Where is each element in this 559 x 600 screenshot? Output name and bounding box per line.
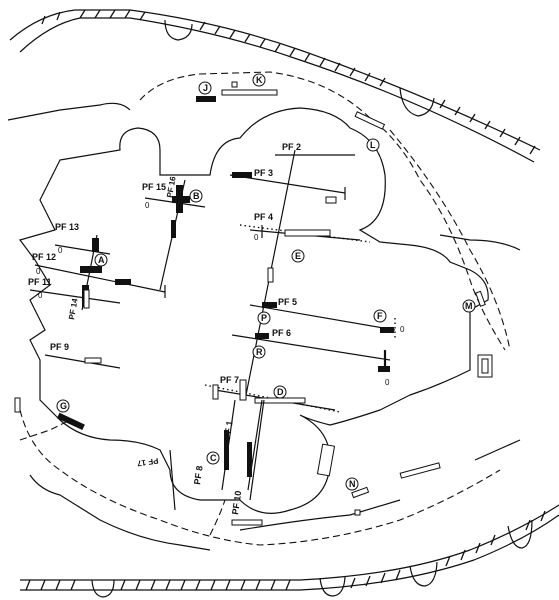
marker-e-label: E [295,251,301,261]
pf16-lower [171,220,176,238]
north-perimeter-wall [9,9,541,163]
misc-trenches [14,81,493,526]
marker-n-label: N [349,479,356,489]
pf4-label: PF 4 [254,212,273,222]
profile-pf10: PF 10 [230,399,265,515]
pf4-zero: 0 [254,233,259,242]
marker-k-label: K [256,75,263,85]
pf13-zero: 0 [58,246,63,255]
pf5-zero: 0 [400,325,405,334]
pf9-label: PF 9 [50,342,69,352]
marker-c-label: C [210,453,217,463]
south-perimeter-wall [20,504,559,598]
marker-b: B [189,189,203,203]
pf10-label: PF 10 [230,490,243,515]
marker-a: A [94,253,108,267]
pf1-trench [247,442,252,477]
marker-j: J [198,81,212,95]
marker-l: L [366,138,380,152]
profile-pf7: PF 7 [204,375,341,413]
main-axis-line [244,149,355,401]
marker-b-label: B [193,191,200,201]
pf3-hole [232,172,252,178]
marker-e: E [291,249,305,263]
pf4-trench [284,229,331,237]
profile-pf5: PF 5 0 [249,297,405,340]
marker-r: R [252,345,266,359]
pf5-end [380,327,394,333]
marker-f-label: F [377,311,383,321]
pf5-label: PF 5 [278,297,297,307]
pf7-left [212,384,219,400]
profile-pf13: PF 13 0 [54,222,111,255]
marker-a-label: A [98,255,105,265]
marker-n: N [345,477,359,491]
marker-m-label: M [465,301,473,311]
pf8-trench [224,430,229,470]
pf12-zero: 0 [36,267,41,276]
profile-pf4: PF 4 0 [239,212,371,243]
marker-m: M [462,299,476,313]
pf16-label: PF 16 [165,175,178,198]
profile-pf9: PF 9 [44,342,121,369]
marker-p-label: P [261,313,267,323]
pf7-trench [239,379,247,401]
pf5-hole [262,302,277,308]
profile-pf8: PF 8 [192,399,236,491]
pf9-trench [84,357,102,364]
profile-pf17: PF 17 [136,449,176,511]
pf14-label: PF 14 [67,297,80,320]
marker-r-label: R [256,347,263,357]
marker-g: G [56,399,70,413]
profile-pf3: PF 3 [229,168,346,204]
pf12-block [115,279,131,285]
pf7-label: PF 7 [220,375,239,385]
pf6-zero: 0 [385,378,390,387]
building-outline [18,107,489,514]
pf6-end [378,366,390,372]
pf12-hole [80,266,102,273]
profile-pf12: PF 12 0 [32,252,166,298]
pf12-label: PF 12 [32,252,56,262]
marker-p: P [257,311,271,325]
pf3-grid [325,196,337,204]
marker-g-label: G [60,401,67,411]
marker-k: K [252,73,266,87]
profile-pf16: PF 16 [159,175,186,291]
marker-f: F [373,309,387,323]
pf6-label: PF 6 [272,328,291,338]
marker-j-label: J [203,83,208,93]
pf2-label: PF 2 [282,142,301,152]
profile-pf2: PF 2 [282,142,301,152]
pf16-hole [176,185,183,213]
pf14-trench [83,289,90,309]
profile-pf6: PF 6 0 [231,328,391,387]
pf15-zero: 0 [145,201,150,210]
marker-d: D [273,385,287,399]
marker-c: C [206,451,220,465]
pf11-label: PF 11 [28,277,52,287]
traverse-lines [7,71,521,551]
pf17-label: PF 17 [136,456,159,468]
pf15-label: PF 15 [142,182,166,192]
pf11-zero: 0 [38,291,43,300]
pf13-label: PF 13 [55,222,79,232]
pf3-label: PF 3 [254,168,273,178]
pf8-label: PF 8 [192,465,205,485]
pf6-hole [255,333,269,339]
marker-d-label: D [277,387,284,397]
marker-l-label: L [370,140,376,150]
profile-pf14: PF 14 [67,234,98,320]
